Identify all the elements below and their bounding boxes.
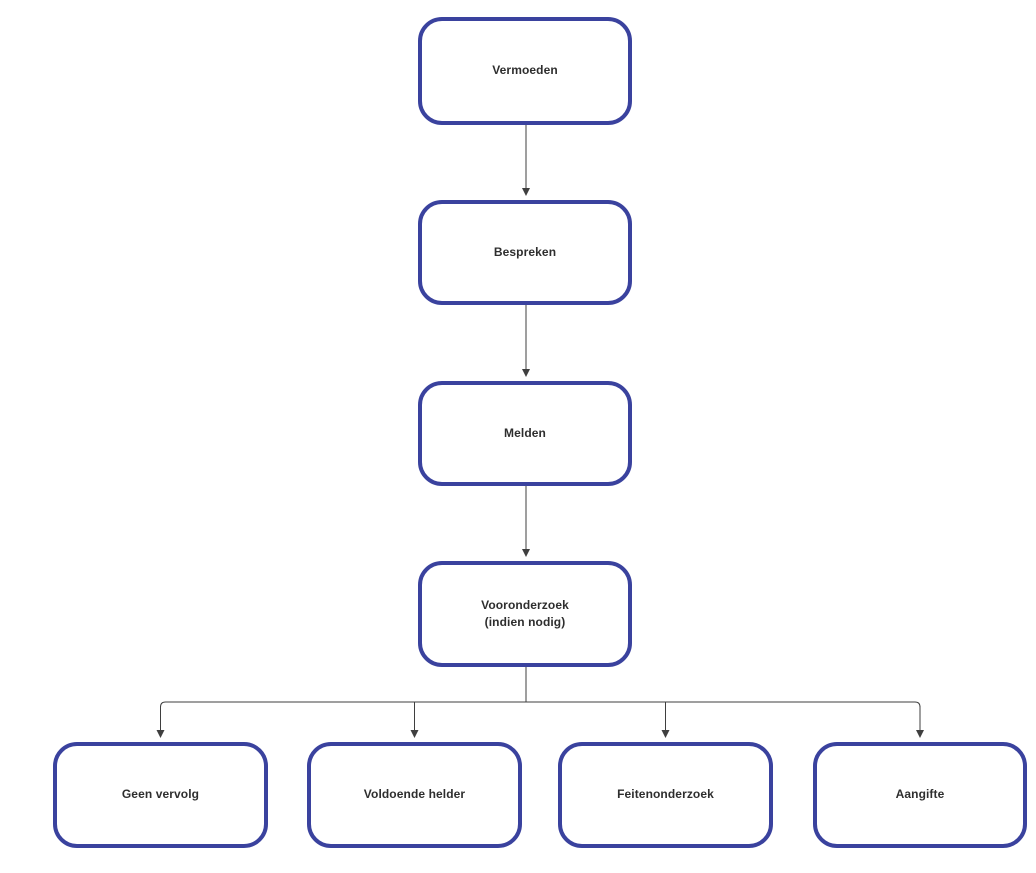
node-aangifte-label: Aangifte [895, 787, 945, 802]
node-bespreken-label: Bespreken [493, 244, 557, 259]
node-voldoende-helder-label: Voldoende helder [363, 787, 466, 802]
node-feitenonderzoek: Feitenonderzoek [558, 742, 773, 848]
node-feitenonderzoek-label: Feitenonderzoek [617, 787, 714, 802]
edge-branch-bus [160, 701, 921, 708]
node-melden: Melden [418, 381, 632, 486]
node-vooronderzoek-label: Vooronderzoek (indien nodig) [481, 597, 569, 629]
node-vermoeden: Vermoeden [418, 17, 632, 125]
node-geen-vervolg: Geen vervolg [53, 742, 268, 848]
node-aangifte: Aangifte [813, 742, 1027, 848]
node-voldoende-helder: Voldoende helder [307, 742, 522, 848]
node-geen-vervolg-label: Geen vervolg [121, 787, 200, 802]
node-bespreken: Bespreken [418, 200, 632, 305]
node-melden-label: Melden [504, 425, 546, 440]
node-vermoeden-label: Vermoeden [492, 63, 558, 78]
node-vooronderzoek: Vooronderzoek (indien nodig) [418, 561, 632, 667]
